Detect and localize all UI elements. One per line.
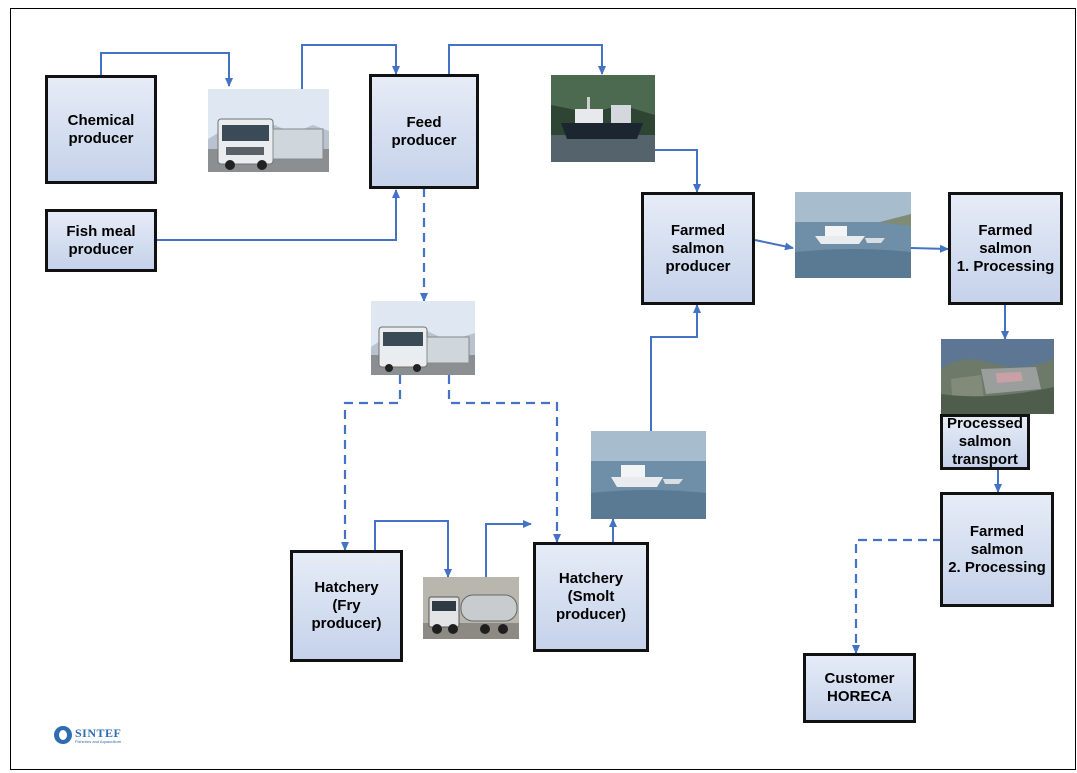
truck-photo-middle bbox=[371, 301, 475, 375]
farmed-salmon-processing-1-box: Farmed salmon 1. Processing bbox=[948, 192, 1063, 305]
farmed-salmon-processing-2-box: Farmed salmon 2. Processing bbox=[940, 492, 1054, 607]
logo-name: SINTEF bbox=[75, 725, 122, 740]
processed-salmon-transport-box: Processed salmon transport bbox=[940, 414, 1030, 470]
sintef-logo: SINTEF Fisheries and Aquaculture bbox=[54, 726, 121, 744]
customer-horeca-box: Customer HORECA bbox=[803, 653, 916, 723]
arrow-ship-to-salmon-producer bbox=[655, 149, 701, 193]
chemical-producer-box: Chemical producer bbox=[45, 75, 157, 184]
wellboat-photo-lower bbox=[591, 431, 706, 519]
hatchery-smolt-box: Hatchery (Smolt producer) bbox=[533, 542, 649, 652]
arrow-salmon-producer-to-boat bbox=[754, 239, 794, 251]
sintef-logo-icon bbox=[54, 726, 72, 744]
arrow-chemical-to-truck bbox=[100, 52, 233, 87]
arrow-tanktruck-to-smolt bbox=[485, 520, 532, 577]
tank-truck-photo bbox=[423, 577, 519, 639]
arrow-fry-to-tanktruck bbox=[374, 520, 452, 578]
arrow-boat-to-salmon-producer bbox=[650, 304, 701, 431]
arrow-processing2-to-customer bbox=[852, 538, 942, 654]
feed-ship-photo bbox=[551, 75, 655, 162]
farmed-salmon-producer-box: Farmed salmon producer bbox=[641, 192, 755, 305]
arrow-truck-middle-to-fry bbox=[341, 375, 402, 551]
hatchery-fry-box: Hatchery (Fry producer) bbox=[290, 550, 403, 662]
arrow-boat-to-processing1 bbox=[910, 244, 949, 253]
arrow-truck-middle-to-smolt bbox=[447, 375, 561, 543]
truck-photo-top bbox=[208, 89, 329, 172]
arrow-truck-to-feed bbox=[301, 44, 400, 89]
aerial-photo bbox=[941, 339, 1054, 414]
feed-producer-box: Feed producer bbox=[369, 74, 479, 189]
wellboat-photo-right bbox=[795, 192, 911, 278]
arrow-feed-to-ship bbox=[448, 44, 606, 75]
fish-meal-producer-box: Fish meal producer bbox=[45, 209, 157, 272]
diagram-frame bbox=[10, 8, 1076, 770]
logo-subtitle: Fisheries and Aquaculture bbox=[75, 738, 122, 744]
arrow-fishmeal-to-feed bbox=[156, 189, 400, 241]
